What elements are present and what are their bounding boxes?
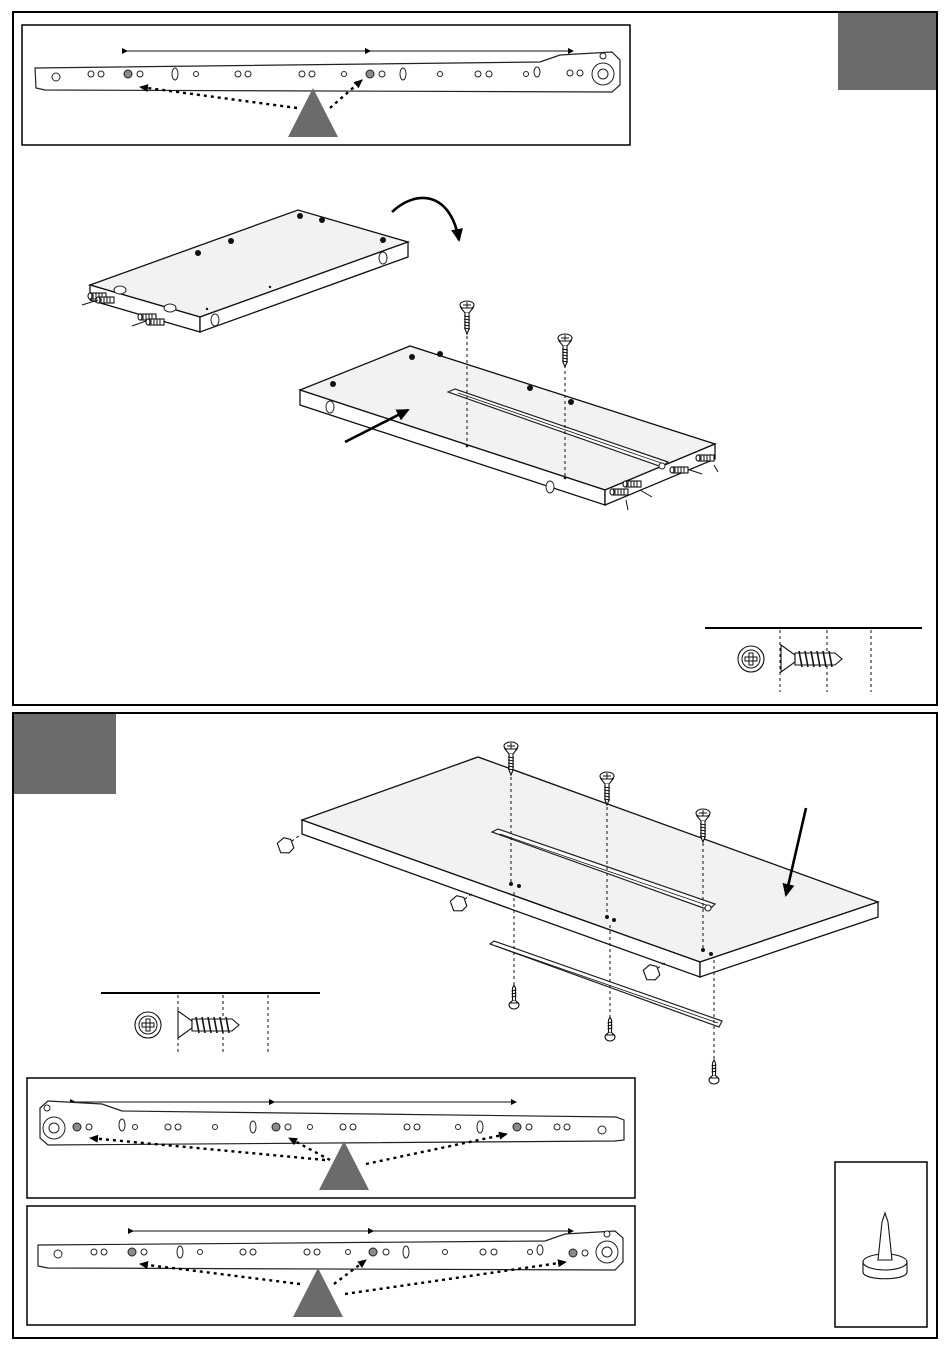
mounting-hole-marked bbox=[128, 1248, 136, 1256]
mounting-hole-marked bbox=[513, 1123, 521, 1131]
mounting-hole-marked bbox=[369, 1248, 377, 1256]
runner-inset-left bbox=[27, 1078, 635, 1198]
runner-inset-top bbox=[22, 25, 630, 145]
step-lower bbox=[13, 713, 937, 1338]
nail-glide-inset bbox=[835, 1162, 927, 1327]
mounting-hole-marked bbox=[569, 1249, 577, 1257]
mounting-hole-marked bbox=[73, 1123, 81, 1131]
phillips-head-icon bbox=[738, 646, 764, 672]
step-upper bbox=[13, 12, 937, 705]
mounting-hole-marked bbox=[272, 1123, 280, 1131]
phillips-head-icon bbox=[135, 1012, 161, 1038]
mounting-hole-marked bbox=[366, 70, 374, 78]
step-number-badge bbox=[838, 13, 936, 90]
step-number-badge bbox=[14, 714, 116, 794]
mounting-hole-marked bbox=[124, 70, 132, 78]
runner-inset-right bbox=[27, 1206, 635, 1325]
